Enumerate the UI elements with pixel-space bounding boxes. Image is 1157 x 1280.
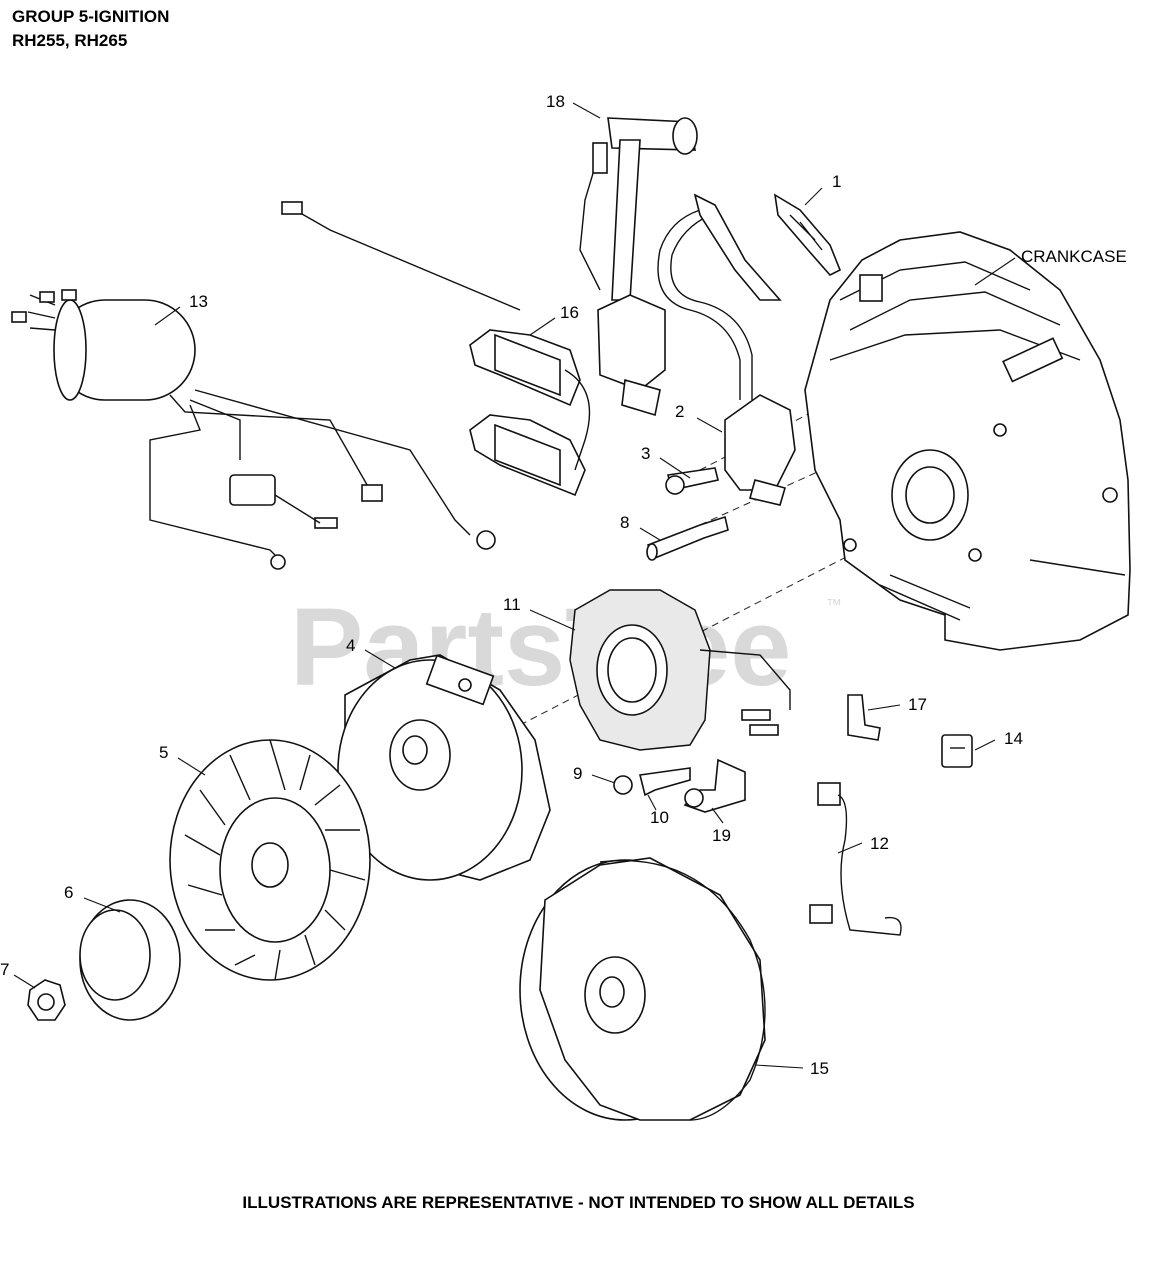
spark-plug-part[interactable] (773, 193, 842, 276)
footer-disclaimer: ILLUSTRATIONS ARE REPRESENTATIVE - NOT I… (242, 1193, 915, 1212)
bracket-part[interactable] (847, 694, 881, 741)
callout-10: 10 (650, 808, 669, 827)
flywheel-nut-part[interactable] (27, 979, 66, 1021)
charging-coil-part[interactable] (469, 329, 591, 497)
callout-14: 14 (1004, 729, 1023, 748)
callout-8: 8 (620, 513, 629, 532)
cooling-fan-part[interactable] (169, 739, 371, 981)
crankcase-part[interactable] (804, 231, 1131, 651)
callout-3: 3 (641, 444, 650, 463)
callout-5: 5 (159, 743, 168, 762)
clip-part[interactable] (941, 734, 973, 768)
callout-4: 4 (346, 636, 355, 655)
bracket-large-part[interactable] (683, 758, 746, 813)
callout-19: 19 (712, 826, 731, 845)
leader-lines (13, 102, 1016, 1069)
nut-part[interactable] (613, 775, 633, 795)
wiring-harness-part[interactable] (11, 289, 496, 570)
callout-6: 6 (64, 883, 73, 902)
ring-gear-flywheel-part[interactable] (519, 857, 766, 1121)
bracket-small-part[interactable] (639, 767, 691, 797)
ignition-module-upper-part[interactable] (579, 117, 698, 417)
ground-lead-part[interactable] (809, 782, 902, 936)
callout-crankcase: CRANKCASE (1021, 247, 1127, 266)
spacer-part[interactable] (79, 899, 181, 1021)
stator-part[interactable] (569, 589, 791, 751)
callout-15: 15 (810, 1059, 829, 1078)
callout-7: 7 (0, 960, 9, 979)
screw-part[interactable] (665, 467, 719, 495)
watermark-trademark: ™ (826, 597, 842, 614)
diagram-models: RH255, RH265 (12, 31, 128, 50)
callout-11: 11 (503, 595, 521, 614)
flywheel-part[interactable] (337, 654, 551, 881)
ignition-module-part[interactable] (657, 193, 796, 506)
callout-17: 17 (908, 695, 927, 714)
callout-16: 16 (560, 303, 579, 322)
diagram-title: GROUP 5-IGNITION (12, 7, 170, 26)
callout-13: 13 (189, 292, 208, 311)
callout-12: 12 (870, 834, 889, 853)
callout-2: 2 (675, 402, 684, 421)
ground-wire-part[interactable] (281, 201, 521, 311)
callout-labels: 1 2 3 4 5 6 7 8 9 10 11 12 13 14 15 16 1… (0, 92, 1127, 1078)
callout-18: 18 (546, 92, 565, 111)
stud-part[interactable] (646, 515, 729, 561)
callout-1: 1 (832, 172, 841, 191)
callout-9: 9 (573, 764, 582, 783)
